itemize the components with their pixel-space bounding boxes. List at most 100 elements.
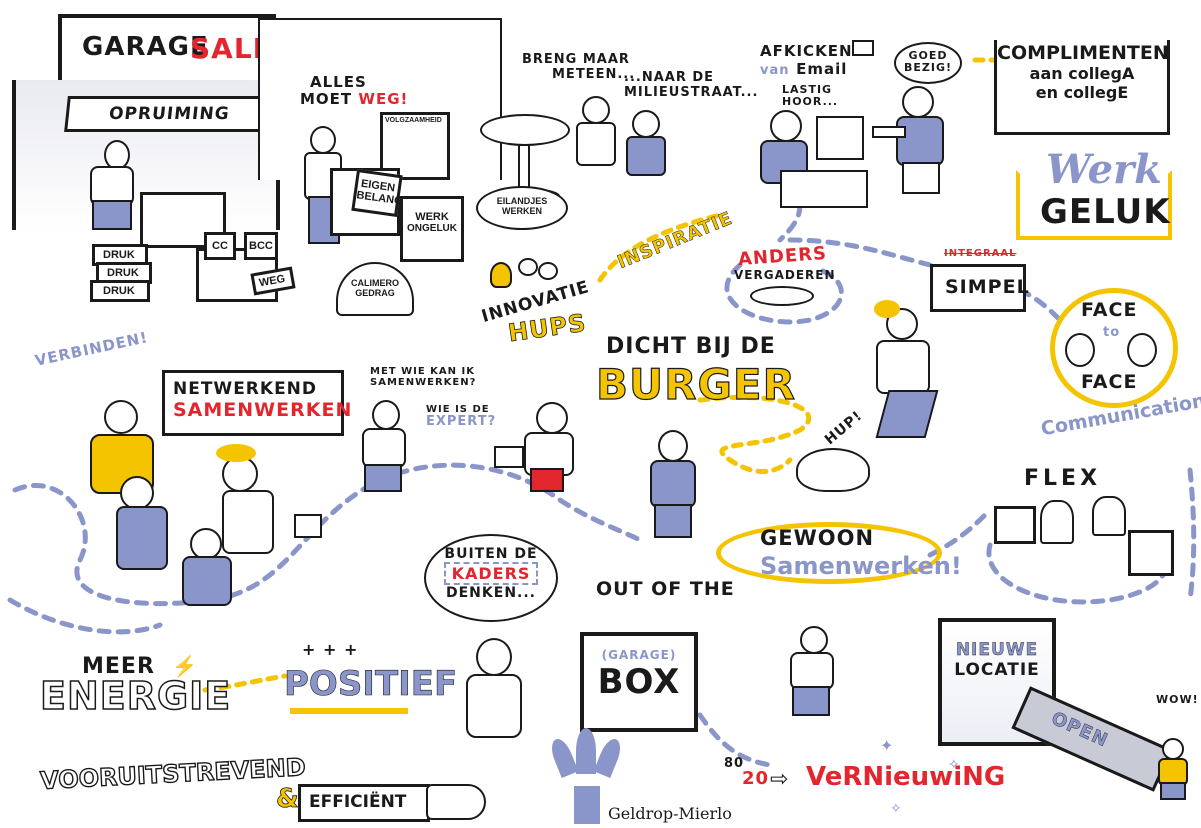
wie-is-de-text: WIE IS DE EXPERT?	[426, 404, 496, 428]
garage-label: GARAGE	[82, 32, 209, 62]
volgzaamheid-box: VOLGZAAMHEID	[380, 112, 450, 180]
path-email-down	[777, 202, 803, 243]
wieis-line2: EXPERT?	[426, 414, 497, 429]
geldrop-mierlo-logo-mark	[546, 728, 628, 798]
locatie-label: LOCATIE	[954, 660, 1040, 680]
calimero-shell: CALIMERO GEDRAG	[336, 262, 414, 316]
arrow-right-icon: ⇨	[770, 766, 789, 791]
path-left-bottom	[7, 597, 163, 635]
simpel-label: SIMPEL	[945, 276, 1030, 298]
meer-label: MEER	[82, 654, 155, 679]
path-right-bottom	[1187, 467, 1197, 603]
wieis-line1: WIE IS DE	[426, 404, 490, 415]
ampersand-label: &	[276, 784, 300, 815]
path-vergaderen-loop	[724, 262, 844, 325]
path-burger-squiggle	[697, 394, 812, 475]
lightning-icon: ⚡	[172, 656, 197, 679]
netwerkend-box: NETWERKEND SAMENWERKEN	[162, 370, 353, 436]
weg-exclaim: !	[400, 90, 409, 108]
simpel-sign: SIMPEL	[930, 264, 1029, 312]
breng-line2: METEEN...	[552, 67, 636, 82]
opruiming-banner: OPRUIMING	[64, 96, 274, 132]
flex-desk-left	[994, 506, 1036, 544]
email-label: Email	[796, 60, 848, 78]
metwie-line1: MET WIE KAN IK	[370, 366, 475, 377]
cc-label: CC	[212, 240, 228, 252]
werk-geluk-frame	[1016, 170, 1172, 240]
hoor-label: HOOR...	[782, 95, 839, 108]
flex-desk-right	[1128, 530, 1174, 576]
druk-1: DRUK	[103, 249, 135, 261]
path-to-simpel	[787, 237, 933, 268]
lightbulb-icon	[490, 262, 512, 288]
face-to-label: to	[1103, 325, 1121, 340]
path-box-vernieuwing	[697, 712, 773, 768]
flex-runner-1	[1040, 500, 1074, 544]
gewoon-ellipse	[716, 522, 942, 584]
goed-label: GOED	[908, 49, 948, 62]
goed-bezig-bubble: GOED BEZIG!	[894, 42, 962, 84]
lastig-hoor-text: LASTIG HOOR...	[782, 84, 838, 108]
jumping-man-figure	[778, 626, 838, 716]
netwerkend-label: NETWERKEND	[173, 379, 318, 399]
wow-kid-figure	[1152, 738, 1192, 800]
naar-line2: MILIEUSTRAAT...	[624, 85, 759, 100]
weg-tag-label: WEG	[258, 272, 287, 290]
nieuwe-label: NIEUWE	[955, 640, 1039, 660]
druk-box-3: DRUK	[90, 280, 150, 302]
vernieuwing-label: VeRNieuwiNG	[806, 762, 1006, 792]
path-inspiratie	[597, 212, 723, 283]
en-college-text: en collegE	[1035, 83, 1129, 102]
path-flex-loop	[986, 537, 1169, 605]
geldrop-mierlo-logo-tower	[574, 786, 600, 824]
garage-paren-label: (GARAGE)	[601, 648, 677, 662]
buiten-label: BUITEN DE	[444, 546, 538, 562]
flex-runner-2	[1092, 496, 1126, 536]
star-icon-2: ✧	[948, 756, 960, 772]
box-label: BOX	[597, 662, 681, 702]
gewoon-label: GEWOON	[760, 526, 875, 550]
volgzaamheid-label: VOLGZAAMHEID	[385, 117, 442, 124]
email-worker-desk	[760, 100, 870, 210]
running-woman-figure	[852, 300, 962, 450]
positief-underline	[290, 708, 408, 714]
team-figures	[90, 380, 322, 610]
face-to-face-circle: FACE to FACE	[1050, 288, 1178, 408]
afkicken-text: AFKICKEN van Email	[760, 42, 853, 80]
moet-label: MOET	[300, 90, 353, 108]
druk-3: DRUK	[103, 285, 135, 297]
ongeluk-label: ONGELUK	[407, 223, 457, 234]
calimero-label: CALIMERO	[351, 278, 399, 288]
samenwerken-label: SAMENWERKEN	[173, 399, 353, 421]
thumbs-up-woman	[872, 86, 972, 196]
flex-label: FLEX	[1024, 466, 1102, 491]
speech-bubble-icon-1	[518, 258, 538, 276]
naar-line1: ...NAAR DE	[624, 70, 715, 85]
naar-de-text: ...NAAR DE MILIEUSTRAAT...	[624, 70, 758, 100]
meeting-table	[750, 286, 814, 306]
aan-collega-label: aan collegA	[997, 64, 1167, 83]
alles-label: ALLES	[310, 73, 367, 91]
kaders-label: KADERS	[444, 562, 538, 585]
complimenten-label: COMPLIMENTEN	[997, 42, 1169, 64]
wow-label: WOW!	[1156, 693, 1199, 706]
face1-label: FACE	[1081, 299, 1138, 321]
vergaderen-label: VERGADEREN	[734, 268, 836, 282]
efficient-box: EFFICIËNT	[298, 784, 430, 822]
integraal-label: INTEGRAAL	[944, 248, 1017, 259]
bcc-card: BCC	[244, 232, 278, 260]
alles-moet-weg: ALLES MOET WEG!	[300, 74, 408, 108]
buiten-thought-bubble: BUITEN DE KADERS DENKEN...	[424, 534, 558, 622]
plus-signs: + + +	[302, 640, 359, 659]
en-college-label: en collegE	[997, 83, 1167, 102]
lastig-label: LASTIG	[782, 83, 833, 96]
energie-label: ENERGIE	[39, 673, 232, 719]
samenwerken2-label: Samenwerken!	[760, 552, 962, 580]
complimenten-box: COMPLIMENTEN aan collegA en collegE	[994, 40, 1170, 135]
breng-maar-text: BRENG MAAR METEEN...	[522, 52, 635, 82]
denken-label: DENKEN...	[446, 585, 536, 601]
thinking-man-figure	[350, 400, 410, 492]
out-of-the-label: OUT OF THE	[596, 578, 735, 600]
path-energie-positief	[202, 673, 288, 693]
opruiming-label: OPRUIMING	[107, 104, 231, 124]
